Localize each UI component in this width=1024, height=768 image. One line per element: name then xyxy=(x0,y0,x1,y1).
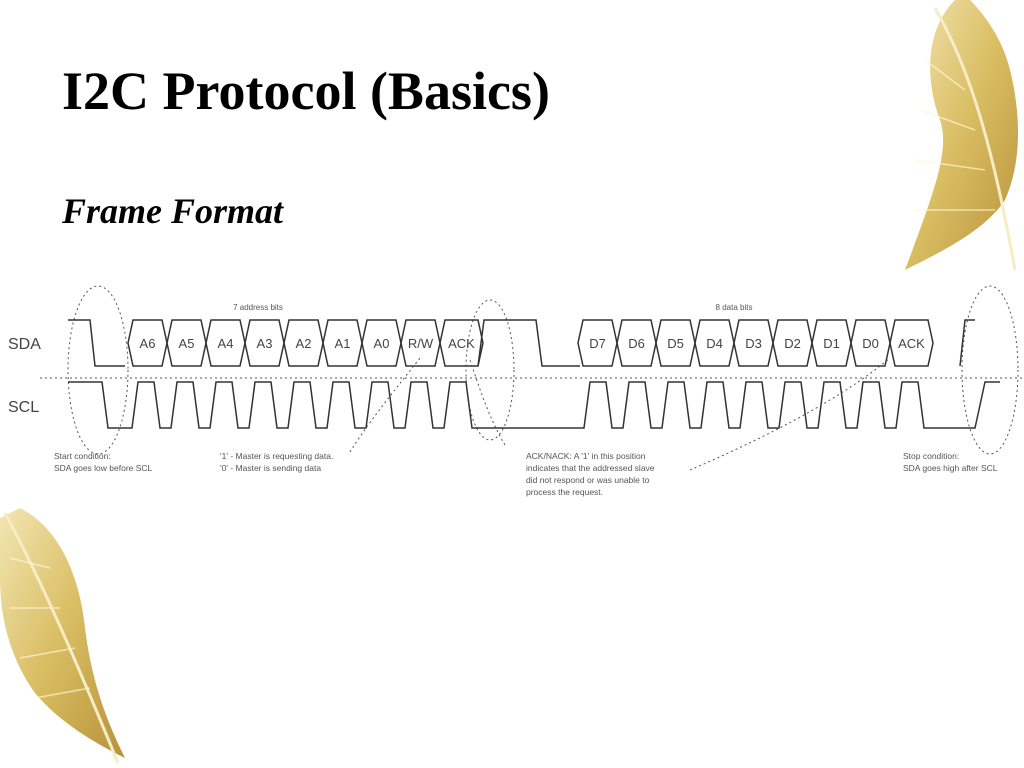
stop-note-line: Stop condition: xyxy=(903,451,959,461)
rw-note-line: '1' - Master is requesting data. xyxy=(220,451,333,461)
rw-bit-label: R/W xyxy=(408,336,434,351)
data-bit-label: D6 xyxy=(628,336,645,351)
data-bit-label: D0 xyxy=(862,336,879,351)
address-bits-label: 7 address bits xyxy=(233,303,283,312)
ack-bit-cell xyxy=(439,319,484,367)
ack-bit-label: ACK xyxy=(898,336,925,351)
start-note-line: Start condition: xyxy=(54,451,111,461)
address-bit-label: A6 xyxy=(140,336,156,351)
ack-bit-cell xyxy=(889,319,934,367)
data-bit-label: D4 xyxy=(706,336,723,351)
start-note-line: SDA goes low before SCL xyxy=(54,463,153,473)
annotation-notes: Start condition: SDA goes low before SCL… xyxy=(54,451,998,497)
stop-note-line: SDA goes high after SCL xyxy=(903,463,998,473)
ack-pointer xyxy=(469,359,506,446)
ack-note-line: ACK/NACK: A '1' in this position xyxy=(526,451,646,461)
start-condition-marker xyxy=(67,285,129,455)
address-bit-label: A5 xyxy=(179,336,195,351)
slide-subtitle: Frame Format xyxy=(62,191,284,231)
ack-note-line: did not respond or was unable to xyxy=(526,475,650,485)
data-bit-label: D2 xyxy=(784,336,801,351)
scl-waveform xyxy=(68,381,1000,429)
slide-title: I2C Protocol (Basics) xyxy=(62,61,550,121)
address-bit-label: A3 xyxy=(257,336,273,351)
data-bits-label: 8 data bits xyxy=(716,303,753,312)
data-bit-label: D1 xyxy=(823,336,840,351)
feather-icon-bottom-left xyxy=(0,508,125,764)
sda-bit-cells: A6 A5 A4 A3 A2 A1 A0 R/W ACK D7 D6 D5 D4 D3 D2 D1 D0 ACK xyxy=(127,319,934,367)
data-bit-label: D5 xyxy=(667,336,684,351)
scl-label: SCL xyxy=(8,399,39,416)
ack-note-line: indicates that the addressed slave xyxy=(526,463,655,473)
data-bit-label: D7 xyxy=(589,336,606,351)
feather-icon-top-right xyxy=(905,0,1019,271)
address-bit-label: A4 xyxy=(218,336,234,351)
ack-marker xyxy=(465,299,515,441)
rw-pointer xyxy=(349,357,421,453)
rw-note-line: '0' - Master is sending data xyxy=(220,463,321,473)
ack-note-line: process the request. xyxy=(526,487,603,497)
ack-pointer xyxy=(689,357,891,471)
ack-bit-label: ACK xyxy=(448,336,475,351)
sda-label: SDA xyxy=(8,336,41,353)
address-bit-label: A0 xyxy=(374,336,390,351)
stop-condition-marker xyxy=(961,285,1019,455)
address-bit-label: A2 xyxy=(296,336,312,351)
address-bit-label: A1 xyxy=(335,336,351,351)
data-bit-label: D3 xyxy=(745,336,762,351)
